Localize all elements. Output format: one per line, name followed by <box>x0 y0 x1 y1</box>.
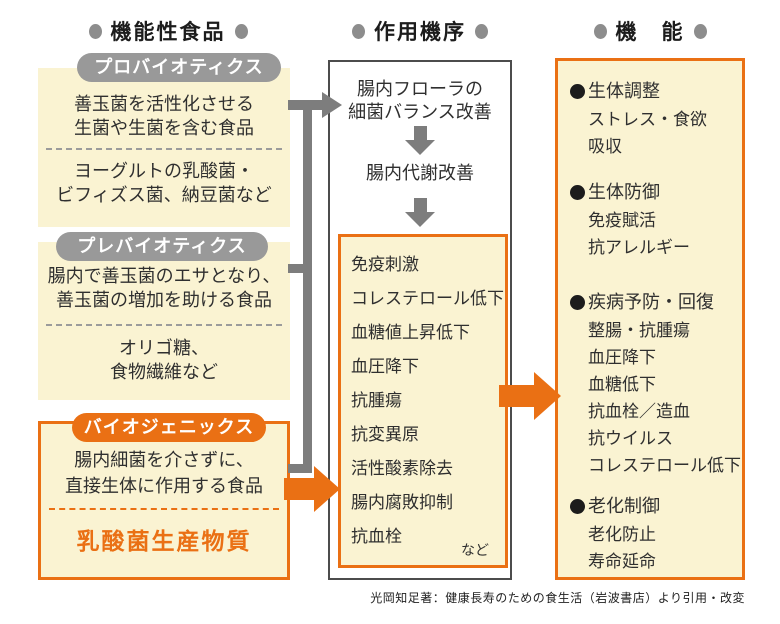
effect-item: 抗血栓 <box>351 527 402 546</box>
function-group: 生体防御 免疫賦活 抗アレルギー <box>570 178 740 261</box>
prebiotics-examples-line1: オリゴ糖、 <box>119 338 209 358</box>
function-item: 血圧降下 <box>588 348 656 367</box>
function-item: コレステロール低下 <box>588 456 741 475</box>
effect-item: 免疫刺激 <box>351 255 419 274</box>
probiotics-examples-line2: ビフィズス菌、納豆菌など <box>56 185 272 205</box>
function-group: 老化制御 老化防止 寿命延命 <box>570 492 740 575</box>
functions-box: 生体調整 ストレス・食欲 吸収 生体防御 免疫賦活 抗アレルギー 疾病予防・回復… <box>555 58 745 580</box>
prebiotics-description-line2: 善玉菌の増加を助ける食品 <box>56 290 272 310</box>
header-dot-icon <box>475 23 488 39</box>
header-dot-icon <box>234 23 248 39</box>
header-dot-icon <box>693 23 707 39</box>
probiotics-pill: プロバイオティクス <box>77 53 281 82</box>
function-group-title: 生体防御 <box>570 178 740 207</box>
biogenics-box: 腸内細菌を介さずに、 直接生体に作用する食品 乳酸菌生産物質 <box>38 421 290 580</box>
function-item: ストレス・食欲 <box>588 110 707 129</box>
function-item: 老化防止 <box>588 525 656 544</box>
mechanism-step1-line2: 細菌バランス改善 <box>348 102 492 122</box>
function-item: 抗血栓／造血 <box>588 402 690 421</box>
biogenics-product-label: 乳酸菌生産物質 <box>76 528 252 554</box>
effect-item: 抗変異原 <box>351 425 419 444</box>
header-dot-icon <box>88 23 102 39</box>
prebiotics-description-line1: 腸内で善玉菌のエサとなり、 <box>47 266 281 286</box>
function-group-title: 疾病予防・回復 <box>570 288 740 317</box>
column-header-functions: 機 能 <box>555 16 745 46</box>
bullet-icon <box>570 499 585 514</box>
function-group-title-label: 疾病予防・回復 <box>588 292 714 312</box>
bullet-icon <box>570 185 585 200</box>
probiotics-examples-line1: ヨーグルトの乳酸菌・ <box>74 161 254 181</box>
function-item: 抗ウイルス <box>588 429 673 448</box>
header-dot-icon <box>593 23 607 39</box>
bullet-icon <box>570 295 585 310</box>
effects-box: 免疫刺激 コレステロール低下 血糖値上昇低下 血圧降下 抗腫瘍 抗変異原 活性酸… <box>338 234 508 568</box>
function-group-title-label: 老化制御 <box>588 496 660 516</box>
dashed-divider <box>49 508 279 510</box>
function-item: 整腸・抗腫瘍 <box>588 321 690 340</box>
prebiotics-examples-line2: 食物繊維など <box>110 362 218 382</box>
mechanism-box: 腸内フローラの 細菌バランス改善 腸内代謝改善 免疫刺激 コレステロール低下 血… <box>328 60 512 580</box>
down-arrow-stem <box>413 198 427 212</box>
biogenics-arrow-head-icon <box>314 466 340 512</box>
probiotics-box: 善玉菌を活性化させる 生菌や生菌を含む食品 ヨーグルトの乳酸菌・ ビフィズス菌、… <box>38 68 290 227</box>
column-header-mechanism: 作用機序 <box>328 16 512 46</box>
effect-item: 血圧降下 <box>351 357 419 376</box>
down-arrow-icon <box>405 198 435 227</box>
down-arrow-icon <box>405 126 435 155</box>
function-item: 寿命延命 <box>588 552 656 571</box>
down-arrow-head <box>405 212 435 227</box>
effect-item: 血糖値上昇低下 <box>351 323 470 342</box>
function-group-title: 老化制御 <box>570 492 740 521</box>
function-item: 吸収 <box>588 137 622 156</box>
effects-to-functions-arrow-body <box>499 385 536 407</box>
column-header-functions-label: 機 能 <box>615 21 685 44</box>
prebiotics-box: 腸内で善玉菌のエサとなり、 善玉菌の増加を助ける食品 オリゴ糖、 食物繊維など <box>38 242 290 400</box>
function-group-title-label: 生体調整 <box>588 81 660 101</box>
probiotics-connector-arrowhead-icon <box>322 92 342 118</box>
prebiotics-pill: プレバイオティクス <box>56 232 268 261</box>
dashed-divider <box>46 324 282 326</box>
effect-item: 活性酸素除去 <box>351 459 453 478</box>
function-group: 生体調整 ストレス・食欲 吸収 <box>570 77 740 160</box>
dashed-divider <box>46 148 282 150</box>
effect-item: 抗腫瘍 <box>351 391 402 410</box>
function-item: 血糖低下 <box>588 375 656 394</box>
header-dot-icon <box>352 23 365 39</box>
function-group-title: 生体調整 <box>570 77 740 106</box>
biogenics-description-line1: 腸内細菌を介さずに、 <box>74 450 254 470</box>
biogenics-description-line2: 直接生体に作用する食品 <box>65 476 263 496</box>
probiotics-description-line2: 生菌や生菌を含む食品 <box>74 118 254 138</box>
connector-bottom-elbow-line <box>288 464 312 473</box>
function-item: 免疫賦活 <box>588 211 656 230</box>
column-header-mechanism-label: 作用機序 <box>374 21 466 44</box>
function-item: 抗アレルギー <box>588 238 690 257</box>
effect-item: コレステロール低下 <box>351 289 504 308</box>
biogenics-arrow-body <box>284 478 316 500</box>
probiotics-description-line1: 善玉菌を活性化させる <box>74 94 254 114</box>
mechanism-step1-line1: 腸内フローラの <box>357 79 483 99</box>
function-group-title-label: 生体防御 <box>588 182 660 202</box>
source-footnote: 光岡知足著：健康長寿のための食生活（岩波書店）より引用・改変 <box>370 591 745 605</box>
effect-item: 腸内腐敗抑制 <box>351 493 453 512</box>
function-group: 疾病予防・回復 整腸・抗腫瘍 血圧降下 血糖低下 抗血栓／造血 抗ウイルス コレ… <box>570 288 741 479</box>
prebiotics-connector-line <box>288 264 307 273</box>
etc-label: など <box>461 542 489 558</box>
down-arrow-stem <box>413 126 427 140</box>
column-header-foods: 機能性食品 <box>38 16 298 46</box>
connector-vertical-line <box>303 100 312 473</box>
biogenics-pill: バイオジェニックス <box>72 413 266 442</box>
bullet-icon <box>570 84 585 99</box>
mechanism-step2: 腸内代謝改善 <box>366 163 474 183</box>
column-header-foods-label: 機能性食品 <box>110 21 226 44</box>
down-arrow-head <box>405 140 435 155</box>
effects-to-functions-arrow-head-icon <box>534 372 561 420</box>
